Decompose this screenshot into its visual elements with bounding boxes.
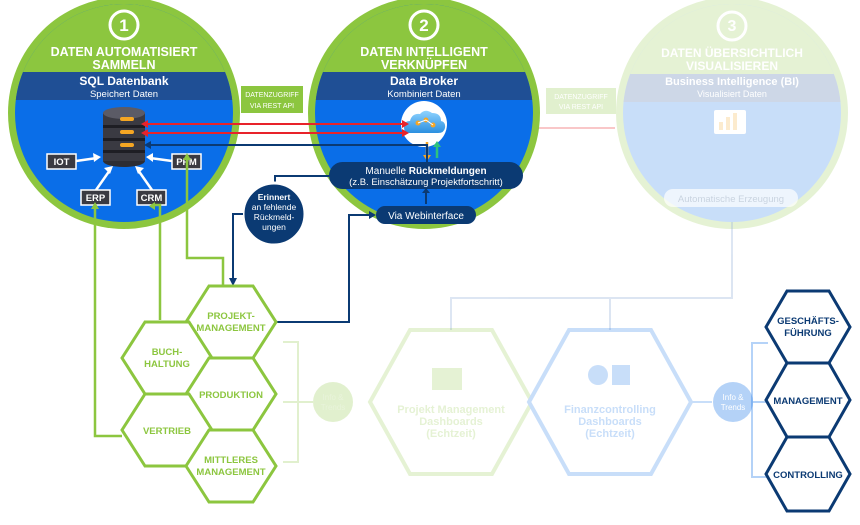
source-arrows [75, 156, 173, 191]
info-trends-badge: Info & Trends [713, 382, 753, 422]
roles-connector [751, 342, 768, 478]
step-2-title-line1: DATEN INTELLIGENT [360, 45, 488, 59]
hex-finance-dashboard: Finanzcontrolling Dashboards (Echtzeit) [526, 328, 694, 476]
api-label-1: DATENZUGRIFF VIA REST API [241, 86, 303, 113]
pm-webinterface-connector [272, 214, 372, 323]
finance-dashboard-line3: (Echtzeit) [585, 428, 635, 440]
step-3-subtitle2: Visualisiert Daten [697, 89, 767, 99]
api-label1-line2: VIA REST API [250, 103, 294, 110]
reminder-line2: an fehlende [252, 202, 297, 212]
info-trends-line2: Trends [721, 403, 746, 412]
role-hexagons: GESCHÄFTS- FÜHRUNG MANAGEMENT CONTROLLIN… [764, 289, 852, 513]
hex-geschaeftsfuehrung: GESCHÄFTS- FÜHRUNG [764, 289, 852, 365]
faded-connector-dashboards [450, 222, 733, 330]
hex-management: MANAGEMENT [764, 361, 852, 439]
source-crm-label: CRM [141, 193, 163, 204]
api-label2-line2: VIA REST API [559, 104, 603, 111]
cloud-icon [401, 101, 447, 147]
api-label1-line1: DATENZUGRIFF [245, 92, 299, 99]
hex-buchhaltung-line2: HALTUNG [144, 359, 190, 370]
step-1-title-line2: SAMMELN [92, 58, 155, 72]
info-trends-line1: Info & [723, 393, 745, 402]
reminder-line4: ungen [262, 222, 286, 232]
info-trends-faded-line2: Trends [321, 403, 346, 412]
department-hexagons: PROJEKT- MANAGEMENT BUCH- HALTUNG PRODUK… [120, 284, 278, 504]
hex-mittleres-management-line1: MITTLERES [204, 455, 258, 466]
db-broker-arrows [141, 120, 428, 162]
step-3-circle: 3 DATEN ÜBERSICHTLICH VISUALISIEREN Busi… [616, 0, 848, 229]
department-connectors [93, 155, 225, 438]
step-3-subtitle: Business Intelligence (BI) [665, 76, 799, 88]
source-erp: ERP [80, 189, 111, 206]
dashboard-hexagons: Projekt Management Dashboards (Echtzeit)… [367, 328, 712, 476]
reminder-line1: Erinnert [258, 192, 291, 202]
step-2-subtitle2: Kombiniert Daten [387, 89, 460, 100]
finance-dashboard-line2: Dashboards [578, 416, 642, 428]
step-3-title-line1: DATEN ÜBERSICHTLICH [661, 45, 803, 60]
hex-controlling: CONTROLLING [764, 435, 852, 513]
hex-buchhaltung-line1: BUCH- [152, 347, 183, 358]
step-1-subtitle2: Speichert Daten [90, 89, 158, 100]
step-1-subtitle: SQL Datenbank [79, 74, 168, 88]
reminder-line3: Rückmeld- [254, 212, 295, 222]
pm-dashboard-line3: (Echtzeit) [426, 428, 476, 440]
step-1-number: 1 [119, 16, 128, 35]
step-1-title-line1: DATEN AUTOMATISIERT [51, 45, 198, 59]
database-icon [103, 107, 145, 167]
step-3-number: 3 [728, 18, 737, 35]
step-1-circle: 1 DATEN AUTOMATISIERT SAMMELN SQL Datenb… [8, 0, 240, 229]
hex-mittleres-management: MITTLERES MANAGEMENT [184, 428, 278, 504]
manual-feedback-box: Manuelle Rückmeldungen (z.B. Einschätzun… [329, 162, 523, 189]
hex-controlling-label: CONTROLLING [773, 470, 843, 481]
webinterface-label: Via Webinterface [388, 211, 464, 222]
manual-feedback-line1: Manuelle Rückmeldungen [365, 166, 486, 177]
source-crm: CRM [136, 189, 167, 206]
pm-dashboard-line2: Dashboards [419, 416, 483, 428]
webinterface-button: Via Webinterface [376, 206, 476, 224]
info-trends-faded-line1: Info & [323, 393, 345, 402]
manual-feedback-line2: (z.B. Einschätzung Projektfortschritt) [349, 177, 503, 188]
hex-produktion-label: PRODUKTION [199, 390, 263, 401]
hex-management-label: MANAGEMENT [773, 396, 842, 407]
faded-connector-2-3: DATENZUGRIFF VIA REST API [538, 88, 616, 129]
finance-dashboard-line1: Finanzcontrolling [564, 404, 656, 416]
hex-pm-dashboard: Projekt Management Dashboards (Echtzeit) [367, 328, 535, 476]
hex-geschaeftsfuehrung-line1: GESCHÄFTS- [777, 316, 839, 327]
step-2-circle: 2 DATEN INTELLIGENT VERKNÜPFEN Data Brok… [308, 0, 540, 229]
reminder-badge: Erinnert an fehlende Rückmeld- ungen [229, 175, 329, 286]
pm-dashboard-line1: Projekt Management [397, 404, 505, 416]
step-2-title-line2: VERKNÜPFEN [381, 57, 467, 72]
bi-chart-icon [714, 110, 746, 134]
step-3-title-line2: VISUALISIEREN [686, 59, 778, 73]
faded-department-arrows [283, 341, 353, 463]
step-2-subtitle: Data Broker [390, 74, 458, 88]
auto-generation-label: Automatische Erzeugung [678, 194, 784, 205]
hex-geschaeftsfuehrung-line2: FÜHRUNG [784, 328, 832, 339]
source-iot-label: IOT [54, 157, 70, 168]
hex-projekt-management-line2: MANAGEMENT [196, 323, 265, 334]
hex-projekt-management-line1: PROJEKT- [207, 311, 255, 322]
source-erp-label: ERP [86, 193, 106, 204]
source-iot: IOT [46, 153, 77, 170]
api-label2-line1: DATENZUGRIFF [554, 94, 608, 101]
hex-vertrieb-label: VERTRIEB [143, 426, 191, 437]
hex-mittleres-management-line2: MANAGEMENT [196, 467, 265, 478]
step-2-number: 2 [419, 16, 428, 35]
